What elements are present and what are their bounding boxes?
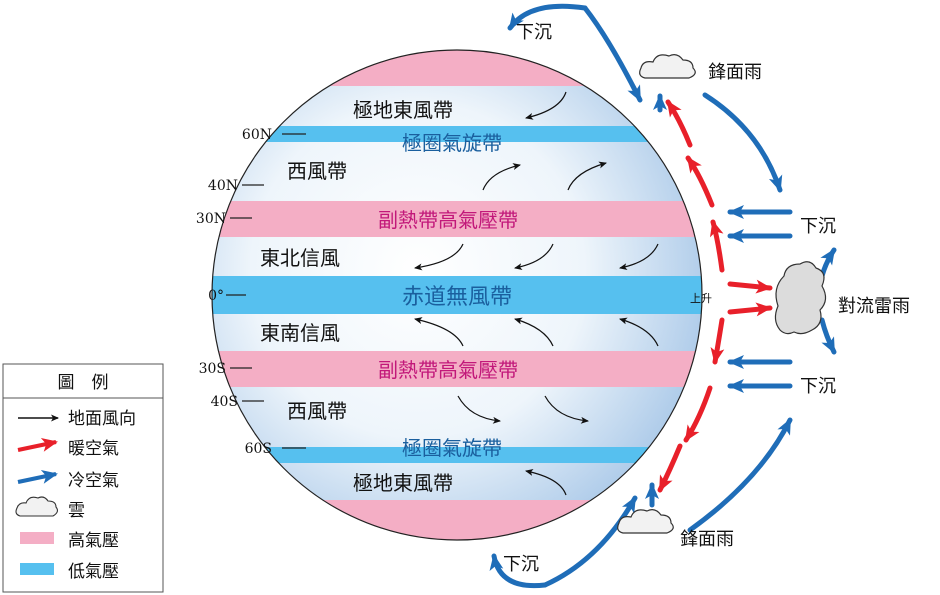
low-band-60n (212, 126, 702, 142)
low-band-equator (212, 276, 702, 314)
cold-arrow-bottom-sink-left (489, 553, 548, 589)
label-sinking-mid-south: 下沉 (800, 376, 836, 397)
lat-label-30s: 30S (199, 361, 226, 377)
cloud-icon (617, 54, 827, 534)
cold-arrow-bottom-sink-right (542, 495, 638, 588)
cold-arrow-bottom-outer (687, 417, 793, 533)
lat-label-40n: 40N (208, 178, 238, 194)
label-rising: 上升 (690, 292, 712, 305)
legend-warm-air-icon (17, 438, 58, 452)
wind-arrow-westerly-south-2 (544, 395, 589, 424)
wind-arrow-westerly-south-1 (457, 395, 501, 424)
label-frontal-rain-bottom: 鋒面雨 (680, 529, 734, 550)
belt-westerlies-south: 西風帶 (287, 399, 347, 423)
warm-arrow-rise-1 (727, 279, 773, 294)
cold-arrow-top-outer (702, 92, 783, 193)
label-frontal-rain-top: 鋒面雨 (708, 62, 762, 83)
belt-polar-easterlies-south: 極地東風帶 (353, 471, 453, 495)
belt-subtropical-high-north: 副熱帶高氣壓帶 (378, 208, 518, 232)
legend-low-pressure-swatch (20, 563, 54, 575)
belt-polar-easterlies-north: 極地東風帶 (353, 98, 453, 122)
wind-arrow-ne-trade-3 (619, 243, 659, 271)
legend-title: 圖 例 (58, 373, 109, 393)
legend-high-pressure-label: 高氣壓 (68, 531, 119, 551)
warm-air-arrows (657, 99, 773, 493)
wind-arrow-se-trade-2 (514, 317, 554, 347)
legend-warm-air-label: 暖空氣 (68, 439, 119, 459)
legend-cold-air-label: 冷空氣 (68, 471, 119, 491)
lat-label-30n: 30N (196, 211, 226, 227)
legend: 圖 例 地面風向 暖空氣 冷空氣 雲 高氣壓 低氣壓 (2, 363, 164, 593)
cold-arrow-convective-up (819, 247, 837, 279)
belt-se-trade-winds: 東南信風 (260, 321, 340, 345)
surface-wind-arrows (414, 91, 659, 496)
lat-label-equator: 0° (208, 288, 224, 304)
label-sinking-top: 下沉 (516, 22, 552, 43)
lat-label-40s: 40S (211, 394, 238, 410)
legend-cold-air-icon (17, 470, 58, 484)
wind-arrow-se-trade-1 (414, 317, 464, 347)
wind-arrow-ne-trade-2 (514, 243, 554, 271)
legend-high-pressure-swatch (20, 532, 54, 544)
wind-arrow-westerly-north-2 (567, 161, 607, 191)
warm-arrow-north-3 (710, 219, 725, 273)
belt-polar-front-north: 極圈氣旋帶 (402, 131, 502, 155)
cold-air-arrows (489, 3, 837, 589)
warm-arrow-south-1 (710, 317, 725, 365)
lat-label-60n: 60N (242, 127, 272, 143)
belt-westerlies-north: 西風帶 (287, 159, 347, 183)
warm-arrow-rise-2 (727, 302, 773, 317)
warm-arrow-north-2 (685, 155, 715, 208)
legend-low-pressure-label: 低氣壓 (68, 562, 119, 582)
latitude-ticks (226, 133, 306, 449)
wind-arrow-westerly-north-1 (482, 163, 521, 191)
belt-polar-front-south: 極圈氣旋帶 (402, 436, 502, 460)
warm-arrow-south-2 (683, 385, 713, 443)
warm-arrow-north-1 (665, 99, 693, 148)
cold-arrow-convective-down (819, 317, 837, 355)
high-band-30s (212, 351, 702, 387)
legend-cloud-label: 雲 (68, 501, 85, 521)
warm-arrow-south-3 (657, 443, 683, 493)
legend-surface-wind-label: 地面風向 (68, 409, 136, 429)
belt-doldrums: 赤道無風帶 (402, 285, 512, 310)
label-sinking-mid-north: 下沉 (800, 216, 836, 237)
belt-ne-trade-winds: 東北信風 (260, 246, 340, 270)
cloud-top-icon (639, 54, 696, 79)
legend-cloud-icon (15, 496, 58, 517)
cloud-convective-icon (774, 261, 827, 335)
wind-arrow-polar-south (525, 468, 567, 496)
label-sinking-bottom: 下沉 (503, 554, 539, 575)
label-convective-rain: 對流雷雨 (838, 296, 910, 317)
high-band-30n (212, 201, 702, 237)
low-band-60s (212, 447, 702, 463)
wind-arrow-ne-trade-1 (414, 243, 464, 271)
cloud-bottom-icon (617, 509, 674, 534)
lat-label-60s: 60S (245, 441, 272, 457)
cold-arrow-top-sink-right (582, 5, 643, 103)
cold-arrow-top-sink-left (507, 3, 588, 31)
belt-subtropical-high-south: 副熱帶高氣壓帶 (378, 358, 518, 382)
wind-arrow-se-trade-3 (619, 317, 659, 347)
wind-arrow-polar-north (525, 91, 567, 120)
